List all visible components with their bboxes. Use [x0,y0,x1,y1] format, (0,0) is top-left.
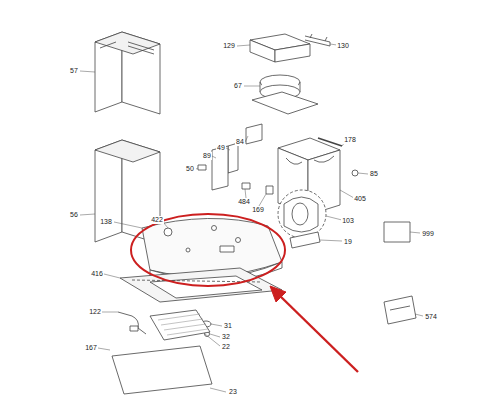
callout-number: 484 [237,198,251,206]
callout-number: 169 [251,206,265,214]
grille-part [290,232,320,248]
callout-number: 574 [424,313,438,321]
mounting-bracket [305,36,330,46]
callout-number: 103 [341,217,355,225]
switch-part [198,165,206,170]
callout-number: 167 [84,344,98,352]
callout-number: 89 [202,152,212,160]
callout-number: 67 [233,82,243,90]
highlight-arrow [270,286,358,372]
wire-connector [242,183,250,189]
callout-number: 416 [90,270,104,278]
light-harness [118,312,146,334]
upper-chimney-cover [95,32,160,114]
glass-panel [112,346,212,394]
callout-number: 56 [69,211,79,219]
callout-number: 22 [221,343,231,351]
callout-number: 32 [221,333,231,341]
filter-mesh [158,314,208,335]
grease-filter [150,310,210,340]
callout-number: 422 [150,216,164,224]
blower-wheel [278,190,326,238]
callout-number: 85 [369,170,379,178]
small-fastener [352,170,358,176]
callout-number: 138 [99,218,113,226]
control-bracket [228,143,238,173]
callout-number: 122 [88,308,102,316]
callout-number: 405 [353,195,367,203]
wall-bracket [384,296,416,324]
callout-number: 57 [69,67,79,75]
callout-number: 31 [223,322,233,330]
callout-number: 23 [228,388,238,396]
callout-number: 130 [336,42,350,50]
callout-number: 178 [343,136,357,144]
callout-number: 50 [185,165,195,173]
callout-number: 84 [235,138,245,146]
motor-assembly [252,75,318,114]
owner-manual [384,222,410,242]
highlight-ellipse [131,214,285,286]
lamp-socket [266,186,273,194]
control-panel [212,146,228,190]
leader-lines [80,44,423,392]
callout-number: 49 [216,144,226,152]
duct-collar [250,34,310,62]
callout-number: 19 [343,238,353,246]
callout-number: 999 [421,230,435,238]
callout-number: 129 [222,42,236,50]
control-board [246,124,262,144]
